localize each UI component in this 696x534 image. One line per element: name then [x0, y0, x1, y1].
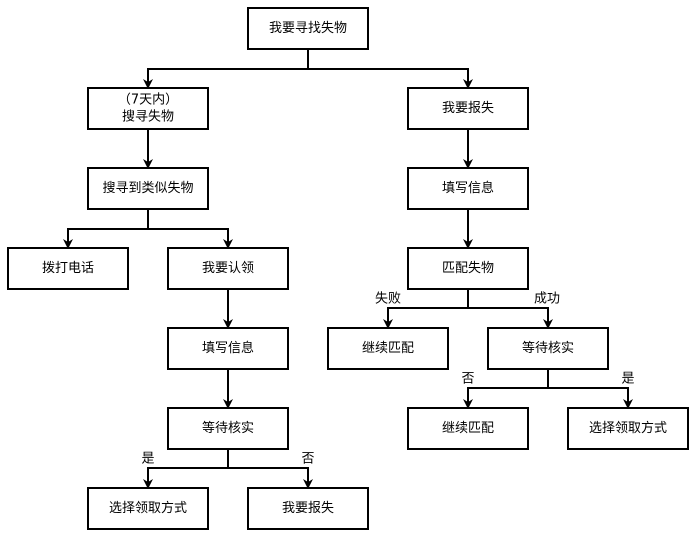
- node-fill2: 填写信息: [167, 327, 289, 370]
- edge-label-yes-left: 是: [141, 452, 154, 467]
- edge-found-to-claim: [148, 228, 233, 249]
- node-found: 搜寻到类似失物: [87, 167, 209, 210]
- node-wait2: 等待核实: [487, 327, 609, 370]
- edge-label-no-left: 否: [301, 452, 314, 467]
- node-search7-line2: 搜寻失物: [122, 110, 174, 125]
- edge-label-fail: 失败: [375, 292, 401, 307]
- node-choose2-label: 选择领取方式: [109, 500, 187, 516]
- node-call-label: 拨打电话: [42, 261, 94, 276]
- node-continue2: 继续匹配: [407, 407, 529, 450]
- node-report-left: 我要报失: [407, 87, 529, 130]
- edges: [63, 49, 633, 489]
- node-claim-label: 我要认领: [202, 261, 254, 276]
- edge-wait2-to-choose: [548, 387, 633, 409]
- node-search7: （7天内） 搜寻失物: [87, 87, 209, 130]
- edge-wait-to-report: [228, 467, 313, 489]
- node-match: 匹配失物: [407, 247, 529, 290]
- edge-label-success: 成功: [534, 292, 560, 307]
- edge-root-to-search: [143, 68, 308, 89]
- node-root-label: 我要寻找失物: [269, 21, 347, 36]
- node-choose1: 选择领取方式: [567, 407, 689, 450]
- node-wait1: 等待核实: [167, 407, 289, 450]
- node-choose1-label: 选择领取方式: [589, 420, 667, 436]
- edge-wait2-to-continue: [463, 387, 548, 409]
- node-wait1-label: 等待核实: [202, 420, 254, 436]
- node-match-label: 匹配失物: [442, 261, 494, 276]
- node-report-left-label: 我要报失: [442, 101, 494, 116]
- edge-match-to-wait: [468, 307, 553, 329]
- node-call: 拨打电话: [7, 247, 129, 290]
- node-search7-line1: （7天内）: [118, 92, 178, 108]
- node-fill1-label: 填写信息: [442, 180, 494, 196]
- node-claim: 我要认领: [167, 247, 289, 290]
- edge-root-to-report: [308, 68, 473, 89]
- node-continue1-label: 继续匹配: [362, 341, 414, 356]
- node-report2: 我要报失: [247, 487, 369, 530]
- edge-wait-to-choose: [143, 467, 228, 489]
- edge-labels: 失败 成功 否 是 是 否: [141, 292, 634, 467]
- node-wait2-label: 等待核实: [522, 340, 574, 356]
- edge-match-to-continue: [383, 307, 468, 329]
- edge-found-to-call: [63, 228, 148, 249]
- node-continue2-label: 继续匹配: [442, 421, 494, 436]
- node-found-label: 搜寻到类似失物: [102, 181, 193, 196]
- node-fill2-label: 填写信息: [202, 340, 254, 356]
- node-fill1: 填写信息: [407, 167, 529, 210]
- node-choose2: 选择领取方式: [87, 487, 209, 530]
- node-root: 我要寻找失物: [247, 7, 369, 50]
- edge-label-yes-right: 是: [621, 372, 634, 387]
- node-report2-label: 我要报失: [282, 501, 334, 516]
- edge-label-no-right: 否: [461, 372, 474, 387]
- node-continue1: 继续匹配: [327, 327, 449, 370]
